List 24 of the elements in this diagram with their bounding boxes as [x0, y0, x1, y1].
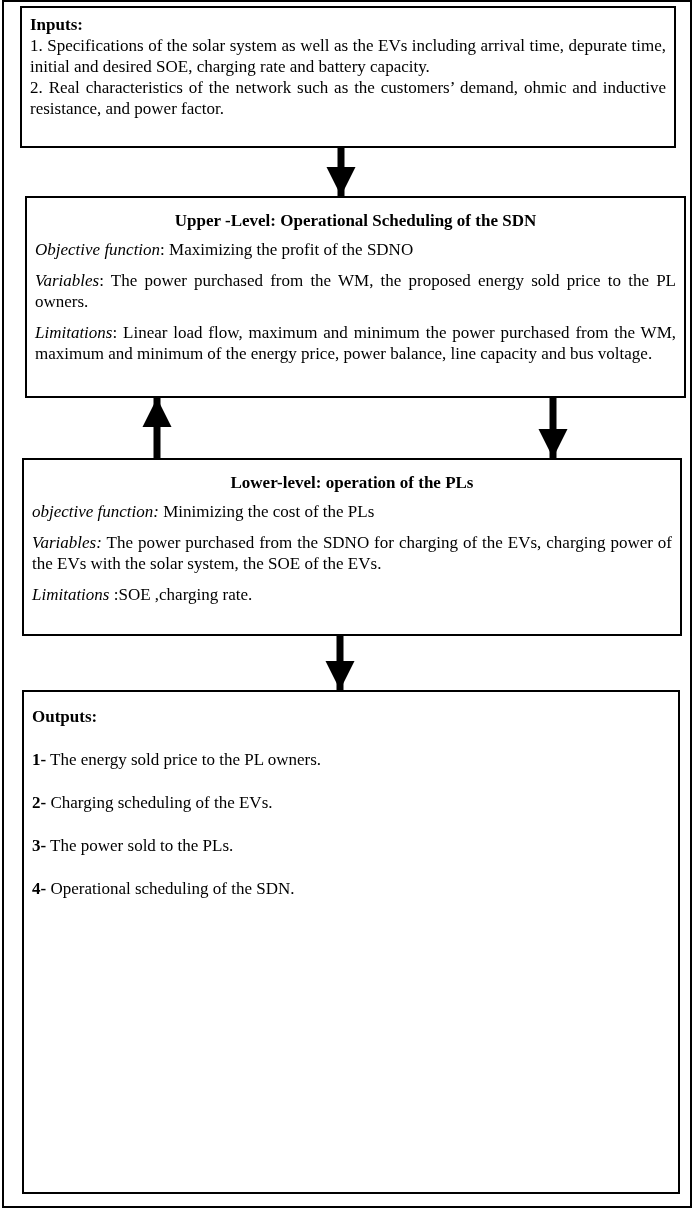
output-item: 3- The power sold to the PLs.: [32, 835, 235, 856]
outputs-box: [22, 690, 680, 1194]
arrow: [326, 148, 356, 196]
arrow: [538, 398, 568, 458]
description-text: Variables: The power purchased from the SDNO for charging of the EVs, charging power of the EVs with the solar system, the SOE of the EVs.: [32, 532, 672, 574]
heading: Upper -Level: Operational Scheduling of the SDN: [173, 210, 538, 231]
output-item: 1- The energy sold price to the PL owners.: [32, 749, 323, 770]
lower-level-box: [22, 458, 682, 636]
arrow: [142, 398, 172, 458]
output-item: 4- Operational scheduling of the SDN.: [32, 878, 296, 899]
heading: Lower-level: operation of the PLs: [229, 472, 475, 493]
description-text: Limitations: Linear load flow, maximum and minimum the power purchased from the WM, maximum and minimum of the energy price, power balance, line capacity and bus voltage.: [35, 322, 676, 364]
description-text: Objective function: Maximizing the profit of the SDNO: [35, 239, 415, 260]
upper-level-box: [25, 196, 686, 398]
description-text: objective function: Minimizing the cost of the PLs: [32, 501, 376, 522]
description-text: 1. Specifications of the solar system as well as the EVs including arrival time, depurate time, initial and desired SOE, charging rate and battery capacity.: [30, 35, 666, 77]
output-item: 2- Charging scheduling of the EVs.: [32, 792, 274, 813]
description-text: Variables: The power purchased from the WM, the proposed energy sold price to the PL owners.: [35, 270, 676, 312]
description-text: Limitations :SOE ,charging rate.: [32, 584, 254, 605]
heading: Inputs:: [30, 14, 84, 35]
inputs-box: [20, 6, 676, 148]
description-text: 2. Real characteristics of the network such as the customers’ demand, ohmic and inductive resistance, and power factor.: [30, 77, 666, 119]
arrow: [325, 636, 355, 690]
heading: Outputs:: [32, 706, 99, 727]
